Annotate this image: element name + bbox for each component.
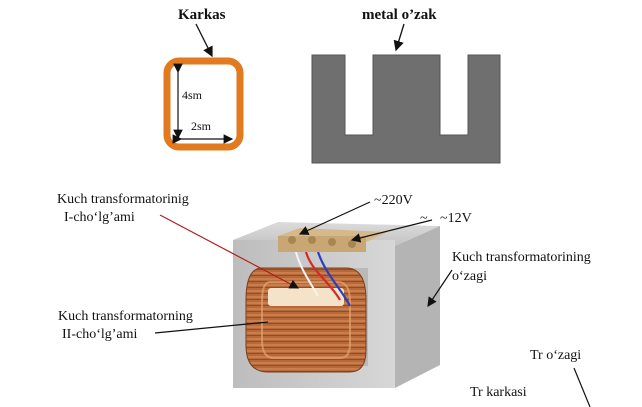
bobbin-outline xyxy=(163,57,244,151)
voltage-low-label: ~12V xyxy=(440,211,472,226)
wire-blue xyxy=(316,251,351,307)
transformer-core-side xyxy=(395,226,440,388)
core-title-pointer xyxy=(393,23,405,52)
secondary-label-line1: Kuch transformatorning xyxy=(58,309,193,324)
bobbin-width-label: 2sm xyxy=(191,119,212,133)
secondary-pointer xyxy=(154,321,269,334)
coil-inner-layer xyxy=(268,288,344,306)
tr-bobbin-label: Tr karkasi xyxy=(470,385,527,400)
wire-white xyxy=(295,251,319,297)
tr-core-label: Tr o‘zagi xyxy=(530,348,582,363)
core-title: metal o’zak xyxy=(362,7,437,23)
core-label-line2: o‘zagi xyxy=(452,269,487,284)
bobbin-height-label: 4sm xyxy=(182,88,203,102)
voltage-high-label: ~220V xyxy=(374,193,413,208)
metal-core-shape xyxy=(311,54,501,164)
core-pointer xyxy=(427,269,453,307)
wire-red xyxy=(304,251,341,301)
primary-pointer xyxy=(159,214,300,289)
core-label-line1: Kuch transformatorining xyxy=(452,250,591,265)
voltage-low-prefix: ~ xyxy=(420,211,428,226)
low-voltage-pointer xyxy=(350,219,433,243)
copper-coil xyxy=(245,267,367,373)
bobbin-title: Karkas xyxy=(178,7,226,23)
copper-coil-highlight xyxy=(261,281,351,359)
primary-label-line1: Kuch transformatorinig xyxy=(57,192,189,207)
bobbin-title-pointer xyxy=(195,23,213,58)
high-voltage-pointer xyxy=(298,201,371,235)
tr-core-pointer xyxy=(573,367,591,407)
secondary-label-line2: II-cho‘lg’ami xyxy=(62,327,138,342)
primary-label-line2: I-cho‘lg’ami xyxy=(64,210,135,225)
